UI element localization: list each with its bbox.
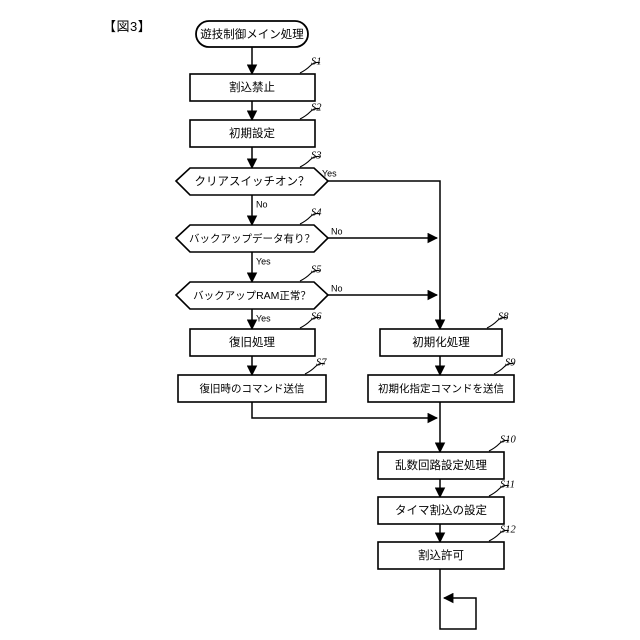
step-id-s6: S6	[311, 311, 322, 322]
node-start: 遊技制御メイン処理	[195, 20, 309, 48]
node-s3: クリアスイッチオン？ S3 Yes No	[174, 150, 337, 209]
leader-s2	[299, 107, 321, 120]
connector-s12-loop	[439, 569, 477, 630]
node-s1-label: 割込禁止	[229, 80, 275, 94]
branch-s3-no: No	[256, 199, 268, 209]
step-id-s5: S5	[311, 264, 322, 275]
step-id-s3: S3	[311, 150, 322, 161]
connectors	[246, 47, 477, 630]
leader-s9	[493, 362, 515, 375]
step-id-s2: S2	[311, 102, 322, 113]
node-start-label: 遊技制御メイン処理	[200, 27, 304, 41]
branch-s4-no: No	[331, 226, 343, 236]
leader-s5	[299, 269, 321, 282]
node-s12-label: 割込許可	[418, 548, 464, 562]
branch-s3-yes: Yes	[322, 168, 337, 178]
connector-s7-to-merge	[251, 402, 439, 424]
branch-s4-yes: Yes	[256, 256, 271, 266]
branch-s5-no: No	[331, 283, 343, 293]
node-s11: タイマ割込の設定 S11	[377, 479, 515, 525]
leader-s8	[486, 316, 508, 329]
node-s10: 乱数回路設定処理 S10	[377, 434, 517, 480]
node-s3-label: クリアスイッチオン？	[195, 175, 310, 188]
node-s2-label: 初期設定	[229, 126, 275, 140]
step-id-s10: S10	[500, 434, 517, 445]
step-id-s9: S9	[505, 357, 516, 368]
step-id-s7: S7	[316, 357, 327, 368]
branch-s5-yes: Yes	[256, 313, 271, 323]
leader-s3	[299, 155, 321, 168]
node-s1: 割込禁止 S1	[189, 56, 322, 102]
node-s5: バックアップRAM正常？ S5 No Yes	[174, 264, 343, 323]
node-s9: 初期化指定コマンドを送信 S9	[367, 357, 516, 403]
node-s2: 初期設定 S2	[189, 102, 322, 148]
node-s4-label: バックアップデータ有り？	[189, 232, 315, 245]
leader-s10	[488, 439, 510, 452]
leader-s4	[299, 212, 321, 225]
node-s11-label: タイマ割込の設定	[395, 503, 487, 517]
figure-number-label: 【図3】	[103, 19, 152, 34]
node-s12: 割込許可 S12	[377, 524, 517, 570]
node-s5-label: バックアップRAM正常？	[193, 289, 311, 302]
node-s7-label: 復旧時のコマンド送信	[200, 382, 305, 395]
leader-s7	[304, 362, 326, 375]
leader-s12	[488, 529, 510, 542]
node-s8: 初期化処理 S8	[379, 311, 509, 357]
node-s9-label: 初期化指定コマンドを送信	[378, 382, 504, 395]
leader-s6	[299, 316, 321, 329]
leader-s1	[299, 61, 321, 74]
step-id-s1: S1	[311, 56, 322, 67]
step-id-s8: S8	[498, 311, 509, 322]
node-s10-label: 乱数回路設定処理	[395, 458, 487, 472]
node-s6: 復旧処理 S6	[189, 311, 322, 357]
node-s8-label: 初期化処理	[412, 335, 470, 349]
node-s7: 復旧時のコマンド送信 S7	[177, 357, 327, 403]
connector-s3-yes-to-rail	[320, 180, 441, 322]
step-id-s4: S4	[311, 207, 322, 218]
step-id-s11: S11	[500, 479, 515, 490]
step-id-s12: S12	[500, 524, 517, 535]
node-s6-label: 復旧処理	[229, 335, 275, 349]
node-s4: バックアップデータ有り？ S4 No Yes	[174, 207, 343, 266]
leader-s11	[488, 484, 510, 497]
